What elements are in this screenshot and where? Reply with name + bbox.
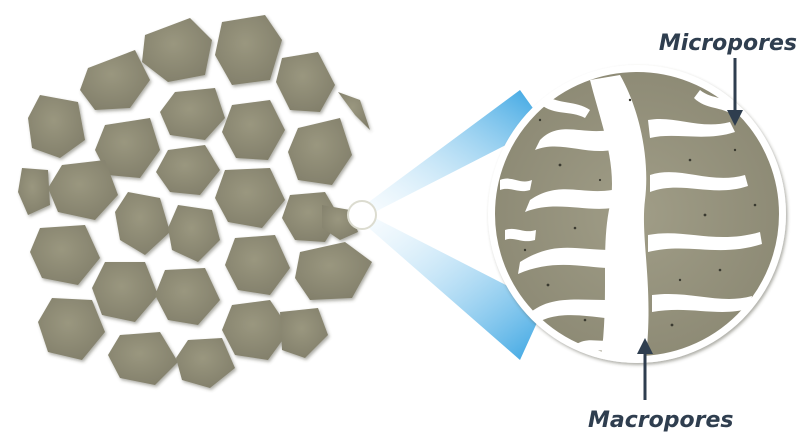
zoom-origin-circle — [348, 201, 376, 229]
soil-aggregate — [18, 15, 372, 388]
micropores-label: Micropores — [659, 31, 797, 56]
macropores-label: Macropores — [588, 408, 733, 433]
